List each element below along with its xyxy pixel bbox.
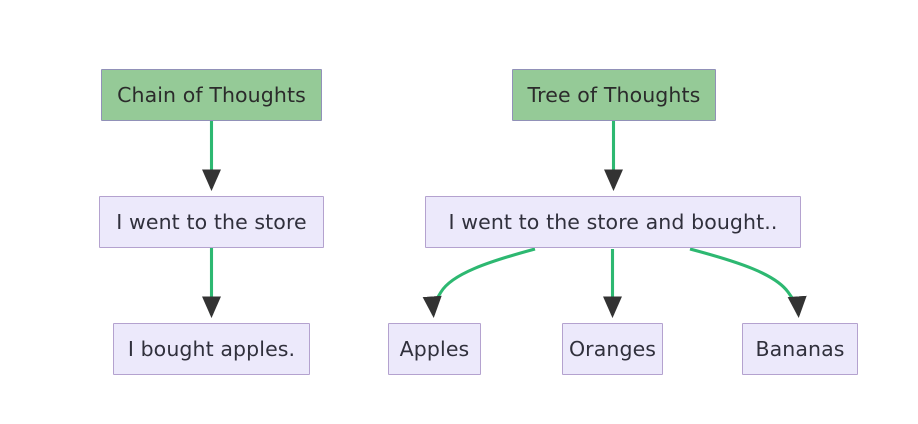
node-tree-of-thoughts-root[interactable]: Tree of Thoughts xyxy=(512,69,716,121)
edge-tot-branch-to-apples xyxy=(422,247,536,319)
node-chain-of-thoughts-root[interactable]: Chain of Thoughts xyxy=(101,69,322,121)
node-label: I bought apples. xyxy=(127,336,296,361)
node-label: Bananas xyxy=(755,336,845,361)
node-tot-branch[interactable]: I went to the store and bought.. xyxy=(425,196,801,248)
node-cot-step-2[interactable]: I bought apples. xyxy=(113,323,310,375)
node-tot-leaf-bananas[interactable]: Bananas xyxy=(742,323,858,375)
node-label: Apples xyxy=(399,336,470,361)
node-tot-leaf-oranges[interactable]: Oranges xyxy=(562,323,663,375)
edge-tot-branch-to-bananas xyxy=(689,247,807,319)
node-label: I went to the store xyxy=(116,209,307,234)
node-label: I went to the store and bought.. xyxy=(448,209,778,234)
node-label: Chain of Thoughts xyxy=(117,82,306,107)
node-label: Tree of Thoughts xyxy=(527,82,701,107)
node-label: Oranges xyxy=(568,336,657,361)
node-cot-step-1[interactable]: I went to the store xyxy=(99,196,324,248)
node-tot-leaf-apples[interactable]: Apples xyxy=(388,323,481,375)
